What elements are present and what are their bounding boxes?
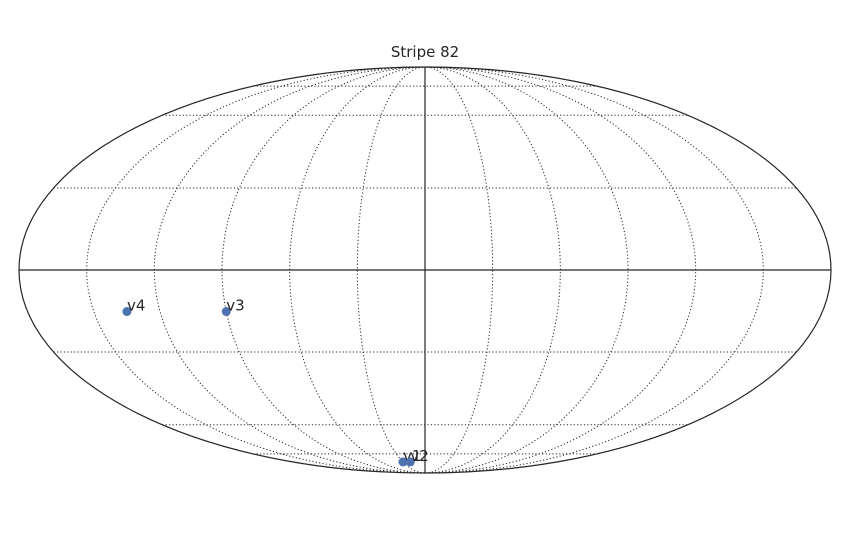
point-label-v2: v2	[410, 447, 428, 465]
meridian-line	[424, 66, 697, 474]
meridian-line	[221, 66, 426, 474]
data-point-v3	[221, 307, 231, 317]
meridian-line	[424, 66, 629, 474]
axis-lines	[19, 67, 831, 473]
data-point-v2	[405, 457, 415, 467]
meridian-line	[356, 66, 426, 474]
point-label-v4: v4	[127, 297, 145, 315]
meridian-line	[153, 66, 426, 474]
data-point-v4	[122, 307, 132, 317]
data-point-v1	[398, 457, 408, 467]
point-label-v3: v3	[226, 297, 244, 315]
chart-title: Stripe 82	[391, 43, 459, 61]
